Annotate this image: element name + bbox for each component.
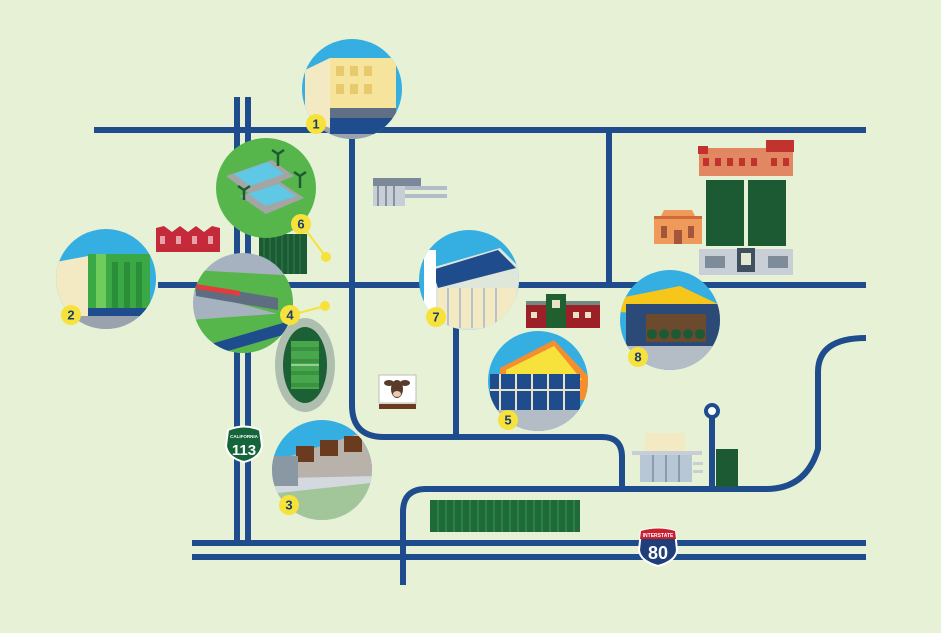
location-5-marker[interactable]: 5: [498, 410, 518, 430]
road-southern-connector: [400, 335, 867, 585]
location-1-number: 1: [312, 117, 319, 132]
red-barn: [526, 294, 600, 328]
location-5-bubble[interactable]: [488, 331, 590, 434]
road-loop: [349, 130, 625, 488]
location-6-bubble[interactable]: [216, 138, 316, 238]
interstate-80-number: 80: [648, 543, 668, 563]
location-3-number: 3: [285, 498, 292, 513]
historic-library-complex: [698, 140, 794, 275]
interstate-80-top-text: INTERSTATE: [643, 533, 674, 539]
modern-pavilion-building: [373, 178, 447, 206]
location-2-marker[interactable]: 2: [61, 305, 81, 325]
location-5-number: 5: [504, 413, 511, 428]
cul-de-sac-end: [704, 403, 720, 419]
location-4-number: 4: [286, 308, 294, 323]
highway-113-shield: CALIFORNIA 113: [224, 425, 264, 464]
interstate-80-shield: INTERSTATE 80: [637, 527, 679, 568]
location-2-number: 2: [67, 308, 74, 323]
stadium: [275, 318, 335, 412]
highway-113-number: 113: [232, 442, 256, 459]
location-4-pin: [320, 301, 330, 311]
location-7-bubble[interactable]: [419, 230, 520, 330]
parking-structure: [430, 500, 580, 532]
location-7-number: 7: [432, 310, 439, 325]
location-8-marker[interactable]: 8: [628, 347, 648, 367]
cow-sign: [378, 374, 417, 409]
highway-113-top-text: CALIFORNIA: [230, 434, 258, 439]
location-1-marker[interactable]: 1: [306, 114, 326, 134]
location-4-marker[interactable]: 4: [280, 305, 300, 325]
location-3-marker[interactable]: 3: [279, 495, 299, 515]
small-orange-hall: [654, 210, 702, 244]
location-8-number: 8: [634, 350, 641, 365]
glass-office-building: [632, 433, 738, 487]
location-7-marker[interactable]: 7: [426, 307, 446, 327]
location-6-pin: [321, 252, 331, 262]
brick-building-red: [156, 226, 220, 252]
location-3-bubble[interactable]: [268, 420, 380, 525]
location-6-number: 6: [297, 217, 304, 232]
location-6-marker[interactable]: 6: [291, 214, 311, 234]
